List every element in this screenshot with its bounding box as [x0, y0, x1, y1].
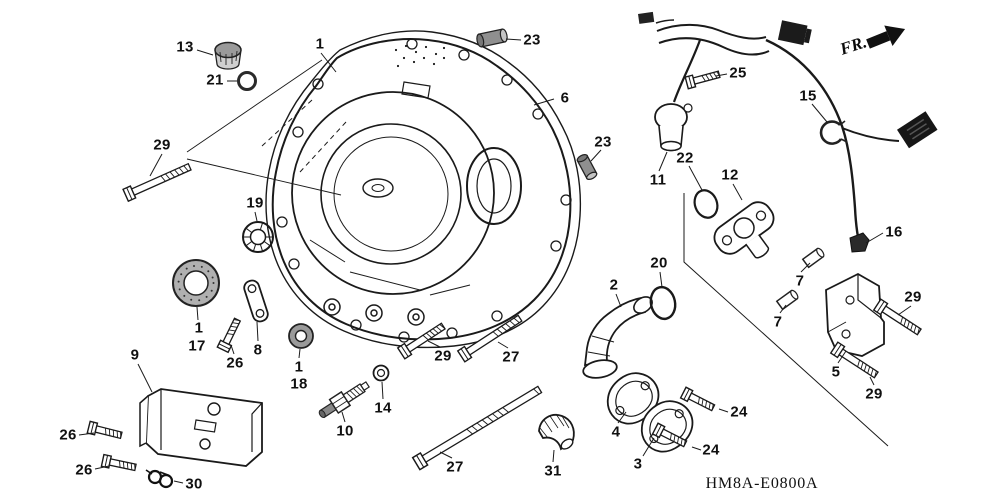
bolt-26-bl-a — [86, 420, 124, 442]
reference-lines — [186, 59, 889, 447]
wire-clamp-16 — [849, 232, 870, 253]
washer-14 — [372, 364, 390, 382]
harness-clip-15 — [819, 120, 848, 145]
o-ring-21 — [237, 71, 257, 91]
guard-bracket-9 — [139, 388, 263, 467]
o-ring-20 — [649, 285, 677, 321]
sensor-12 — [713, 201, 775, 259]
rear-crankcase-cover — [261, 30, 582, 349]
outlet-pipe-2 — [582, 296, 653, 379]
oil-seal-17 — [172, 259, 220, 307]
clip-30 — [145, 469, 174, 489]
wire-harness-11 — [638, 11, 900, 251]
diagram-code: HM8A-E0800A — [705, 475, 819, 492]
sensor-10 — [318, 381, 370, 419]
gasket-4 — [606, 372, 660, 425]
link-bracket-8 — [243, 279, 269, 323]
bolt-25 — [684, 67, 722, 90]
leader-lines — [78, 38, 912, 484]
breather-elbow-31 — [538, 413, 575, 451]
bolt-27-long — [411, 382, 545, 471]
dowel-pin-top — [476, 28, 508, 48]
bolt-29-left — [122, 160, 193, 202]
bolt-26-bl-b — [100, 453, 138, 474]
dowel-pin-right — [576, 153, 598, 181]
collar-pin-7b — [775, 289, 799, 311]
bearing-19 — [242, 221, 274, 253]
o-ring-22 — [693, 189, 719, 219]
fr-arrow-icon — [866, 25, 906, 49]
harness-connector-icon — [777, 20, 812, 46]
breather-cap — [214, 41, 242, 70]
bolt-26-mid — [216, 316, 244, 354]
collar-pin-7a — [801, 247, 825, 269]
casting-texture-dots — [394, 44, 446, 68]
mount-bracket-5 — [825, 272, 885, 357]
wire-connector-icon — [897, 111, 938, 149]
bolt-27-mid — [457, 312, 525, 363]
oil-seal-18 — [288, 323, 314, 349]
